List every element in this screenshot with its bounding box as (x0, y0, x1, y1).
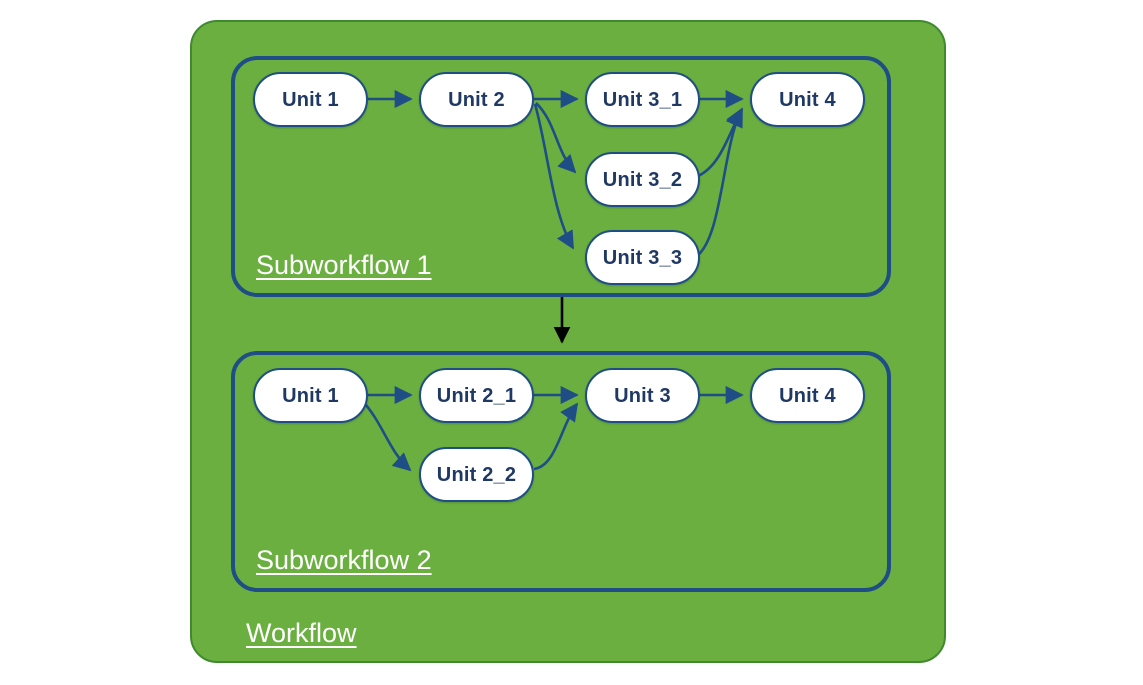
node-label: Unit 4 (779, 88, 836, 111)
node-label: Unit 3 (614, 384, 671, 407)
node-sw2-unit1[interactable]: Unit 1 (253, 368, 368, 423)
edge-sw1-unit2-to-unit3_2 (535, 102, 577, 174)
subworkflow-2-edges (364, 385, 744, 472)
subworkflow-1-border (231, 56, 891, 297)
node-sw1-unit3-1[interactable]: Unit 3_1 (585, 72, 700, 127)
edge-sw1-unit3_3-to-unit4 (696, 108, 743, 258)
subworkflow-1-label: Subworkflow 1 (256, 250, 432, 280)
node-label: Unit 2 (448, 88, 505, 111)
node-label: Unit 4 (779, 384, 836, 407)
node-label: Unit 1 (282, 88, 339, 111)
edge-sw2-unit1-to-unit2_2 (364, 404, 412, 472)
node-label: Unit 3_3 (602, 246, 683, 269)
node-sw2-unit3[interactable]: Unit 3 (585, 368, 700, 423)
node-sw1-unit3-2[interactable]: Unit 3_2 (585, 152, 700, 207)
edge-sw2-unit2_2-to-unit3 (533, 402, 579, 471)
subworkflow-1-edges (368, 89, 744, 258)
node-label: Unit 2_1 (436, 384, 517, 407)
node-sw1-unit2[interactable]: Unit 2 (419, 72, 534, 127)
node-sw1-unit4[interactable]: Unit 4 (750, 72, 865, 127)
node-sw1-unit1[interactable]: Unit 1 (253, 72, 368, 127)
node-label: Unit 3_2 (602, 168, 683, 191)
subworkflow-2-border (231, 351, 891, 592)
edge-sw1-unit2-to-unit3_3 (533, 103, 575, 250)
node-label: Unit 1 (282, 384, 339, 407)
node-sw2-unit4[interactable]: Unit 4 (750, 368, 865, 423)
node-label: Unit 2_2 (436, 463, 517, 486)
node-sw1-unit3-3[interactable]: Unit 3_3 (585, 230, 700, 285)
subworkflow-2-label: Subworkflow 2 (256, 545, 432, 575)
workflow-label: Workflow (246, 618, 357, 648)
node-sw2-unit2-2[interactable]: Unit 2_2 (419, 447, 534, 502)
node-sw2-unit2-1[interactable]: Unit 2_1 (419, 368, 534, 423)
node-label: Unit 3_1 (602, 88, 683, 111)
